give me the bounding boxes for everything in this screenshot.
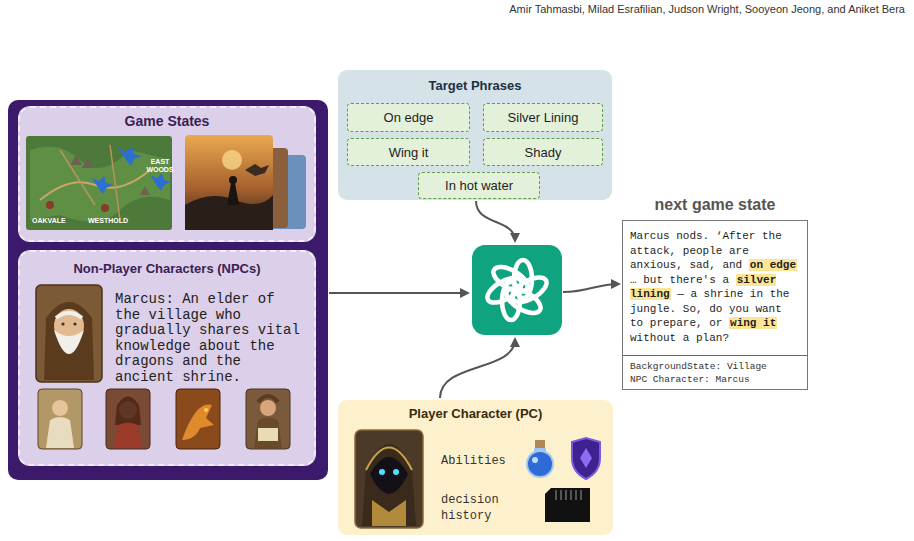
panel-title: Game States	[20, 113, 314, 129]
phrase-text: On edge	[384, 110, 434, 125]
box-title: Player Character (PC)	[338, 406, 613, 421]
highlighted-phrase: wing it	[729, 317, 777, 329]
box-title: Target Phrases	[338, 78, 612, 93]
attribute-label: Abilities	[441, 454, 506, 468]
state-field: BackgroundState: Village	[630, 360, 800, 373]
dialogue-text: … but there's a	[630, 274, 729, 286]
state-footer: BackgroundState: VillageNPC Character: M…	[623, 355, 807, 389]
dialogue-paragraph: Marcus nods. ‘After the attack, people a…	[623, 221, 807, 345]
box-heading: next game state	[603, 196, 827, 214]
llm-logo	[472, 245, 562, 335]
phrase-box: Silver Lining	[483, 103, 603, 132]
phrase-text: In hot water	[445, 178, 513, 193]
attribute-label: decision history	[441, 492, 515, 524]
npc-panel: Non-Player Characters (NPCs) Marcus: An e…	[18, 250, 316, 466]
phrase-text: Wing it	[389, 145, 429, 160]
next-state-box: next game stateMarcus nods. ‘After the a…	[622, 220, 808, 390]
highlighted-phrase: on edge	[749, 259, 797, 271]
npc-description: Marcus: An elder of the village who grad…	[115, 292, 307, 385]
phrase-box: Shady	[483, 138, 603, 166]
player-character-box: Player Character (PC) Abilities decision h…	[338, 400, 613, 535]
map-label: OAKVALE	[32, 217, 66, 224]
phrase-text: Shady	[525, 145, 562, 160]
panel-title: Non-Player Characters (NPCs)	[20, 261, 314, 276]
target-phrases-box: Target Phrases On edge Silver LiningWing i…	[338, 70, 612, 200]
state-field: NPC Character: Marcus	[630, 373, 800, 386]
author-header: Amir Tahmasbi, Milad Esrafilian, Judson …	[509, 3, 905, 15]
phrase-box: Wing it	[347, 138, 470, 166]
dialogue-text: without a plan?	[630, 332, 729, 344]
phrase-text: Silver Lining	[508, 110, 579, 125]
map-label: EAST WOODS	[146, 158, 174, 174]
phrase-box: In hot water	[418, 172, 540, 199]
flow-arrows	[329, 201, 619, 398]
map-label: WESTHOLD	[88, 217, 128, 224]
phrase-box: On edge	[347, 103, 470, 132]
